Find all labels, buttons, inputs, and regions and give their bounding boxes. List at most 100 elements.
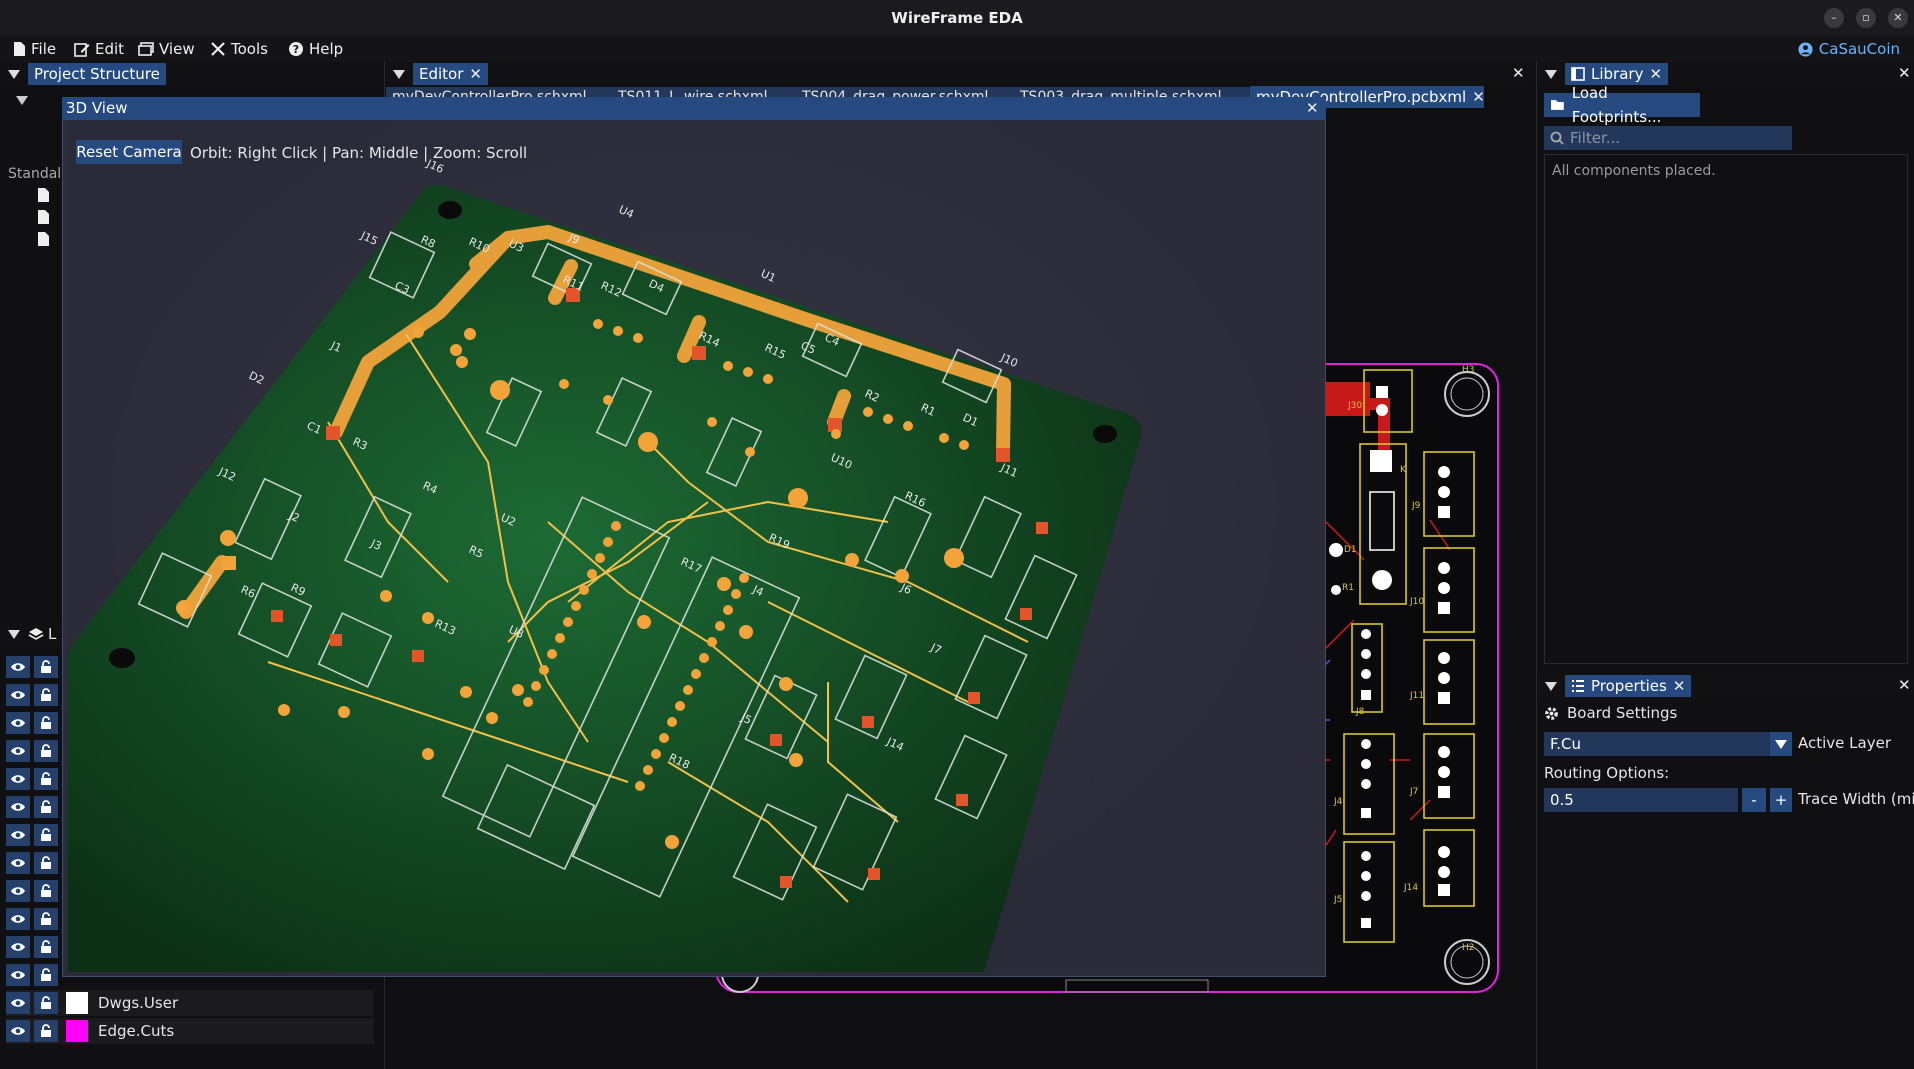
editor-title: Editor (419, 65, 464, 83)
visibility-icon[interactable] (6, 908, 30, 930)
lock-icon[interactable] (34, 712, 58, 734)
close-icon[interactable]: ✕ (1672, 676, 1686, 695)
properties-header: Properties ✕ (1537, 674, 1914, 698)
lock-icon[interactable] (34, 992, 58, 1014)
tab-library[interactable]: Library ✕ (1565, 63, 1669, 85)
tree-expand-icon[interactable] (16, 96, 28, 105)
close-window-button[interactable]: ✕ (1888, 8, 1908, 28)
filter-input[interactable]: Filter... (1544, 126, 1792, 150)
close-icon[interactable]: ✕ (469, 64, 482, 83)
collapse-icon[interactable] (393, 69, 405, 79)
trace-width-increment[interactable]: + (1770, 788, 1792, 812)
lock-icon[interactable] (34, 740, 58, 762)
library-icon (1571, 67, 1585, 81)
reset-camera-button[interactable]: Reset Camera (76, 140, 182, 164)
lock-icon[interactable] (34, 768, 58, 790)
lock-icon[interactable] (34, 796, 58, 818)
filter-placeholder: Filter... (1570, 129, 1621, 147)
lock-icon[interactable] (34, 964, 58, 986)
maximize-button[interactable]: ▫ (1856, 8, 1876, 28)
layer-name: Dwgs.User (98, 994, 179, 1012)
lock-icon[interactable] (34, 684, 58, 706)
collapse-icon[interactable] (1545, 681, 1557, 691)
visibility-icon[interactable] (6, 796, 30, 818)
visibility-icon[interactable] (6, 740, 30, 762)
pcb-3d-label: J10 (998, 351, 1020, 370)
close-icon[interactable]: ✕ (1649, 64, 1663, 83)
account-button[interactable]: CaSauCoin (1798, 36, 1900, 62)
pcb-3d-label: C5 (799, 339, 818, 357)
lock-icon[interactable] (34, 936, 58, 958)
layer-row: Edge.Cuts (6, 1018, 374, 1044)
visibility-icon[interactable] (6, 992, 30, 1014)
pcb-3d-label: R6 (239, 583, 258, 601)
collapse-icon[interactable] (1545, 69, 1557, 79)
pcb-3d-label: J1 (328, 339, 344, 356)
active-layer-select[interactable]: F.Cu (1544, 732, 1792, 756)
lock-icon[interactable] (34, 656, 58, 678)
trace-width-decrement[interactable]: - (1742, 788, 1766, 812)
visibility-icon[interactable] (6, 964, 30, 986)
menu-edit[interactable]: Edit (74, 36, 124, 62)
visibility-icon[interactable] (6, 684, 30, 706)
visibility-icon[interactable] (6, 852, 30, 874)
board-settings-label: Board Settings (1567, 704, 1678, 722)
visibility-icon[interactable] (6, 1020, 30, 1042)
pcb-3d-label: C1 (305, 419, 324, 437)
menu-file[interactable]: File (12, 36, 56, 62)
layer-name: Edge.Cuts (98, 1022, 175, 1040)
pcb-2d-label: J30 (1347, 401, 1362, 411)
pcb-3d-label: R1 (919, 401, 938, 419)
file-icon (14, 42, 25, 56)
library-title: Library (1591, 65, 1644, 83)
lock-icon[interactable] (34, 880, 58, 902)
visibility-icon[interactable] (6, 880, 30, 902)
layer-row (6, 822, 374, 848)
layer-color-swatch[interactable] (66, 1020, 88, 1042)
close-properties-icon[interactable]: ✕ (1898, 676, 1911, 694)
menu-view[interactable]: View (138, 36, 195, 62)
visibility-icon[interactable] (6, 936, 30, 958)
view3d-close-icon[interactable]: ✕ (1306, 99, 1319, 117)
pcb-3d-label: R4 (421, 479, 440, 497)
lock-icon[interactable] (34, 852, 58, 874)
close-editor-icon[interactable]: ✕ (1512, 64, 1525, 82)
lock-icon[interactable] (34, 824, 58, 846)
project-panel-title: Project Structure (34, 65, 160, 83)
trace-width-input[interactable]: 0.5 (1544, 788, 1738, 812)
collapse-icon[interactable] (8, 629, 20, 639)
visibility-icon[interactable] (6, 712, 30, 734)
editor-header: Editor ✕ (385, 62, 1535, 86)
pcb-3d-label: J4 (750, 583, 766, 600)
visibility-icon[interactable] (6, 656, 30, 678)
close-icon[interactable]: ✕ (1472, 87, 1485, 106)
visibility-icon[interactable] (6, 768, 30, 790)
tab-properties[interactable]: Properties ✕ (1565, 675, 1692, 697)
pcb-3d-label: J16 (424, 157, 446, 176)
minimize-button[interactable]: – (1824, 8, 1844, 28)
menu-tools[interactable]: Tools (210, 36, 268, 62)
collapse-icon[interactable] (8, 69, 20, 79)
pcb-3d-label: U1 (759, 267, 778, 285)
help-icon: ? (289, 42, 303, 56)
pcb-3d-render[interactable]: U9J16R8R10U3J15C3R11R12U4D4J9R14U1R15C5C… (68, 122, 1318, 972)
menu-help-label: Help (309, 40, 344, 58)
pcb-3d-label: J2 (286, 509, 302, 526)
visibility-icon[interactable] (6, 824, 30, 846)
menu-file-label: File (31, 40, 57, 58)
view3d-titlebar[interactable] (62, 97, 1326, 120)
lock-icon[interactable] (34, 1020, 58, 1042)
tab-editor[interactable]: Editor ✕ (413, 63, 488, 85)
dropdown-arrow-icon[interactable] (1770, 732, 1792, 756)
active-layer-label: Active Layer (1798, 734, 1891, 752)
load-footprints-button[interactable]: Load Footprints... (1544, 84, 1700, 126)
folder-open-icon (1550, 100, 1564, 110)
properties-title: Properties (1591, 677, 1667, 695)
menu-help[interactable]: ? Help (288, 36, 343, 62)
pcb-3d-label: J15 (358, 229, 380, 248)
lock-icon[interactable] (34, 908, 58, 930)
layer-color-swatch[interactable] (66, 992, 88, 1014)
tab-project-structure[interactable]: Project Structure (28, 63, 166, 85)
close-library-icon[interactable]: ✕ (1898, 64, 1911, 82)
pcb-2d-label: J8 (1355, 707, 1365, 717)
